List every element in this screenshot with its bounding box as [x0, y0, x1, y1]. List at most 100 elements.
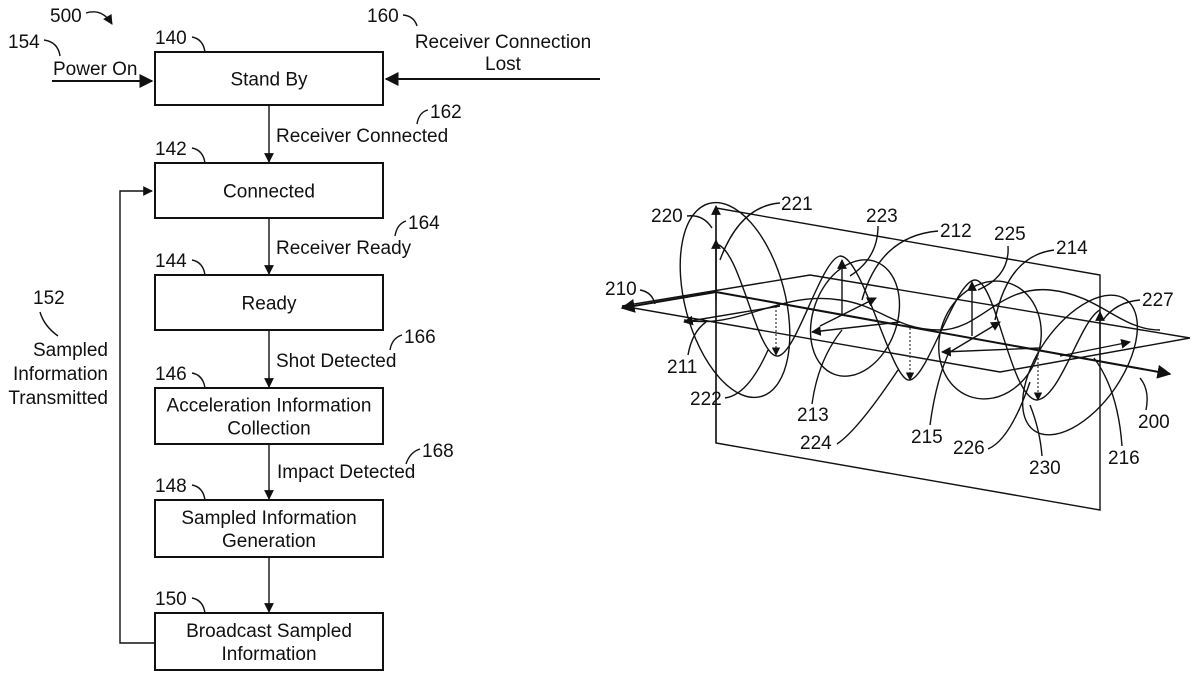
reference-leader [994, 249, 1055, 321]
state-ref: 146 [155, 364, 187, 385]
feedback-label-line1: Sampled [33, 340, 108, 361]
state-box-frame [154, 612, 384, 671]
state-box-label: Ready [242, 294, 297, 315]
reference-leader [639, 289, 656, 305]
reference-numeral-216: 216 [1108, 448, 1140, 469]
reference-leader [1139, 377, 1148, 411]
transition-ref-168: 168 [422, 441, 454, 462]
feedback-leader [39, 311, 59, 337]
reference-numeral-211: 211 [667, 357, 697, 378]
reference-leader [849, 225, 879, 277]
polarization-ellipse-4 [1021, 294, 1139, 436]
state-ref: 150 [155, 589, 187, 610]
state-box-frame [154, 162, 384, 219]
transition-receiver-ready: Receiver Ready [276, 238, 412, 259]
transition-ref-166: 166 [404, 327, 436, 348]
polarization-ellipse-3 [938, 280, 1042, 400]
state-ref-leader [191, 372, 206, 389]
reference-leader [1102, 299, 1141, 321]
vector-left-2 [811, 321, 901, 336]
reference-leader [719, 202, 781, 261]
power-on-leader [43, 39, 61, 57]
reference-numeral-225: 225 [994, 224, 1026, 245]
connection-lost-label-line2: Lost [485, 54, 522, 75]
state-ref-leader [191, 259, 206, 276]
reference-leader [686, 215, 713, 229]
horizontal-wave-component [683, 289, 1161, 331]
state-box-label: Sampled Information [181, 508, 356, 529]
leader-166 [389, 334, 403, 351]
transition-ref-164: 164 [408, 213, 440, 234]
horizontal-plane [621, 274, 1191, 373]
reference-leader [836, 369, 899, 445]
reference-numeral-214: 214 [1056, 238, 1088, 259]
vector-left-1 [683, 305, 781, 326]
leader-162 [416, 109, 429, 125]
state-ref: 144 [155, 251, 187, 272]
reference-leader [929, 349, 951, 426]
transition-receiver-connected: Receiver Connected [276, 126, 448, 147]
state-ref-leader [191, 484, 206, 501]
vector-right-1 [819, 297, 877, 327]
reference-leader [977, 245, 1009, 291]
reference-leader [724, 349, 769, 399]
transition-impact-detected: Impact Detected [277, 462, 415, 483]
reference-numeral-224: 224 [800, 433, 832, 454]
transition-ref-162: 162 [430, 102, 462, 123]
reference-leader [861, 230, 939, 301]
state-box-label: Information [221, 644, 316, 665]
state-ref: 142 [155, 139, 187, 160]
state-box-label: Stand By [230, 70, 308, 91]
state-box-frame [154, 499, 384, 558]
horizontal-axis [620, 291, 717, 313]
state-ref: 140 [155, 28, 187, 49]
reference-numeral-222: 222 [690, 389, 722, 410]
state-box-frame [154, 274, 384, 331]
state-ref-leader [191, 36, 206, 53]
feedback-ref: 152 [33, 288, 65, 309]
reference-leader [987, 381, 1031, 450]
reference-numeral-230: 230 [1029, 458, 1061, 479]
reference-numeral-213: 213 [797, 405, 829, 426]
reference-numeral-215: 215 [911, 427, 943, 448]
flowchart: 500 154 Power On 160 Receiver Connection… [8, 6, 600, 671]
reference-numeral-223: 223 [866, 206, 898, 227]
state-box-label: Connected [223, 182, 315, 203]
state-ref: 148 [155, 476, 187, 497]
connection-lost-leader [402, 14, 418, 27]
feedback-label-line2: Information [13, 364, 108, 385]
state-box-frame [154, 51, 384, 106]
vertical-wave-component [715, 243, 1101, 401]
vector-right-2 [949, 321, 1001, 353]
state-box-label: Generation [222, 531, 316, 552]
connection-lost-label-line1: Receiver Connection [415, 32, 591, 53]
state-box: Stand By 140 [154, 28, 384, 106]
transition-shot-detected: Shot Detected [276, 351, 396, 372]
state-box-frame [154, 387, 384, 445]
polarization-ellipse-2 [809, 259, 901, 377]
feedback-label-line3: Transmitted [8, 388, 108, 409]
state-box: Ready 144 [154, 251, 384, 331]
state-box-label: Broadcast Sampled [186, 621, 352, 642]
wave-diagram: 2002102112122132142152162202212222232242… [605, 194, 1191, 511]
polarization-ellipse-1 [679, 201, 791, 399]
reference-numeral-220: 220 [651, 206, 683, 227]
reference-numeral-200: 200 [1138, 412, 1170, 433]
vector-right-3 [1059, 338, 1131, 357]
reference-leader [687, 321, 707, 356]
power-on-ref: 154 [8, 32, 40, 53]
connection-lost-ref: 160 [367, 6, 399, 27]
figure-number-arrow [85, 11, 113, 25]
leader-168 [405, 448, 421, 465]
propagation-axis [715, 291, 1172, 379]
state-box: Connected 142 [154, 139, 384, 219]
reference-leader [811, 329, 843, 405]
state-box-label: Collection [227, 419, 310, 440]
reference-numeral-210: 210 [605, 279, 637, 300]
state-box-label: Acceleration Information [167, 396, 372, 417]
power-on-label: Power On [53, 59, 137, 80]
